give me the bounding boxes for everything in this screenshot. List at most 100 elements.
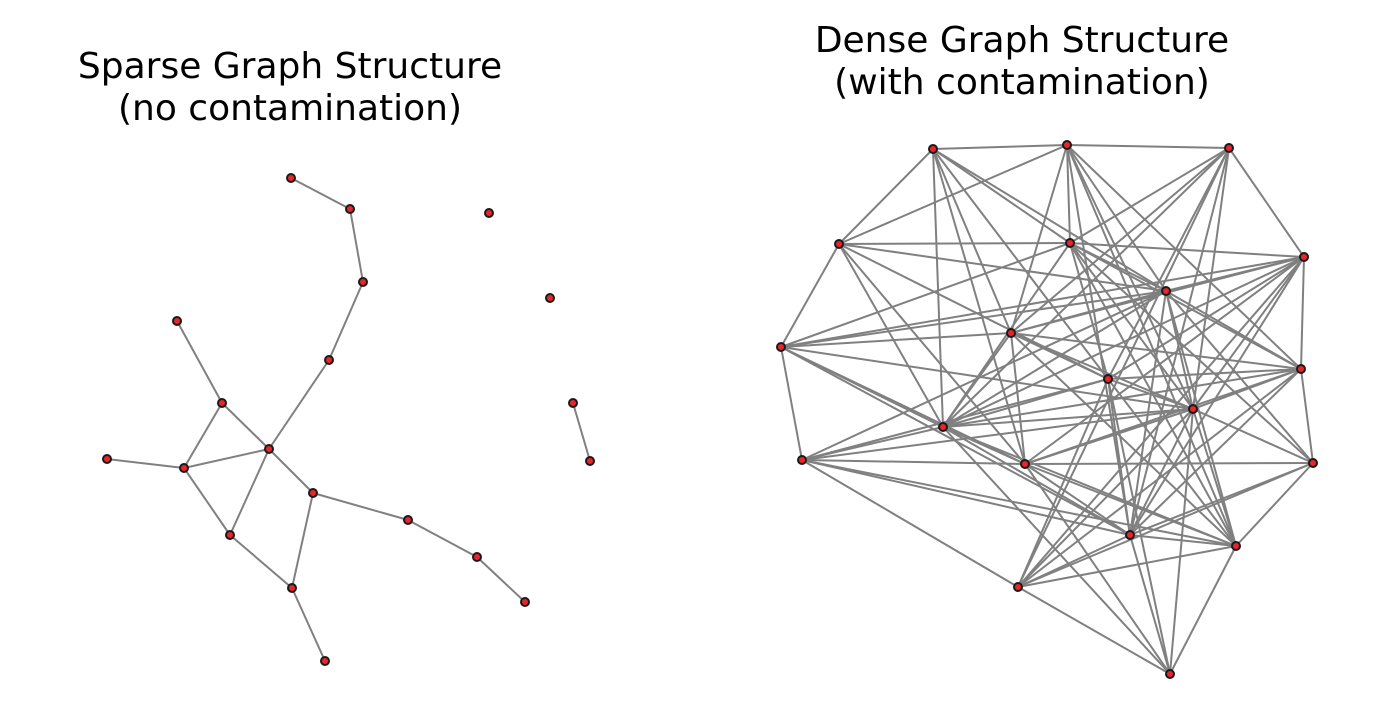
dense-edge-105 bbox=[1024, 462, 1314, 465]
sparse-edge-3 bbox=[268, 359, 330, 450]
dense-node-10 bbox=[1296, 364, 1306, 374]
dense-edge-61 bbox=[801, 290, 1167, 461]
dense-edge-40 bbox=[780, 242, 1071, 348]
sparse-node-17 bbox=[520, 597, 530, 607]
dense-node-11 bbox=[1188, 404, 1198, 414]
sparse-title-line1: Sparse Graph Structure bbox=[77, 46, 503, 87]
dense-edge-65 bbox=[780, 332, 1012, 348]
dense-edge-71 bbox=[942, 332, 1012, 428]
dense-edge-91 bbox=[1024, 408, 1194, 465]
dense-edge-18 bbox=[838, 144, 1068, 245]
dense-graph bbox=[776, 140, 1318, 679]
dense-edge-110 bbox=[1017, 462, 1314, 588]
dense-edge-92 bbox=[1192, 408, 1314, 464]
dense-edge-81 bbox=[1017, 378, 1109, 588]
dense-edge-6 bbox=[1169, 545, 1237, 675]
dense-edge-50 bbox=[1107, 256, 1305, 380]
dense-edge-106 bbox=[1024, 463, 1131, 536]
dense-edge-45 bbox=[1069, 242, 1302, 370]
sparse-edge-13 bbox=[407, 519, 478, 558]
dense-edge-28 bbox=[942, 147, 1230, 428]
dense-edge-49 bbox=[1165, 256, 1305, 292]
dense-nodes bbox=[776, 140, 1318, 679]
dense-edge-77 bbox=[801, 378, 1109, 461]
sparse-edge-15 bbox=[291, 492, 314, 589]
dense-edge-63 bbox=[1165, 290, 1237, 547]
dense-edge-5 bbox=[1235, 462, 1314, 547]
dense-edge-4 bbox=[1300, 368, 1314, 464]
dense-edge-36 bbox=[838, 243, 944, 428]
sparse-edge-7 bbox=[106, 458, 185, 469]
sparse-node-3 bbox=[172, 316, 182, 326]
sparse-edge-11 bbox=[268, 448, 314, 494]
dense-edge-11 bbox=[838, 148, 934, 245]
dense-edge-26 bbox=[1069, 147, 1230, 244]
dense-edge-35 bbox=[838, 243, 1026, 465]
dense-edge-22 bbox=[1066, 144, 1194, 410]
dense-node-18 bbox=[1013, 582, 1023, 592]
dense-edge-55 bbox=[1017, 256, 1305, 588]
dense-node-12 bbox=[938, 422, 948, 432]
dense-edge-1 bbox=[1066, 144, 1230, 149]
sparse-edge-17 bbox=[291, 587, 326, 662]
dense-edge-108 bbox=[1024, 463, 1171, 675]
dense-edge-2 bbox=[1228, 147, 1305, 258]
dense-edge-7 bbox=[1017, 586, 1171, 675]
sparse-graph bbox=[102, 173, 595, 666]
dense-edge-23 bbox=[1066, 144, 1131, 536]
dense-edge-97 bbox=[801, 426, 944, 461]
dense-edge-17 bbox=[932, 148, 1026, 465]
dense-edge-13 bbox=[932, 148, 1167, 292]
sparse-node-0 bbox=[286, 173, 296, 183]
dense-edge-25 bbox=[1066, 144, 1302, 370]
sparse-node-18 bbox=[287, 583, 297, 593]
dense-node-4 bbox=[1065, 238, 1075, 248]
dense-edge-54 bbox=[1129, 256, 1305, 536]
dense-edge-52 bbox=[942, 256, 1305, 428]
sparse-edge-18 bbox=[572, 402, 591, 462]
dense-edge-94 bbox=[1192, 408, 1237, 547]
dense-node-7 bbox=[776, 342, 786, 352]
dense-title-line1: Dense Graph Structure bbox=[814, 20, 1230, 61]
sparse-node-19 bbox=[320, 656, 330, 666]
dense-node-8 bbox=[1006, 328, 1016, 338]
sparse-node-14 bbox=[568, 398, 578, 408]
sparse-edge-6 bbox=[221, 402, 270, 450]
dense-node-16 bbox=[1125, 530, 1135, 540]
sparse-edges bbox=[106, 177, 591, 662]
dense-edge-101 bbox=[942, 426, 1171, 675]
sparse-graph-title: Sparse Graph Structure (no contamination… bbox=[40, 46, 540, 130]
sparse-node-10 bbox=[264, 444, 274, 454]
dense-edge-93 bbox=[1129, 408, 1194, 536]
dense-edge-21 bbox=[1010, 144, 1068, 334]
dense-edge-53 bbox=[1024, 256, 1305, 465]
dense-edge-33 bbox=[838, 242, 1071, 245]
dense-edge-111 bbox=[1129, 534, 1237, 547]
sparse-edge-2 bbox=[328, 281, 364, 361]
dense-edge-80 bbox=[1107, 378, 1131, 536]
dense-edge-56 bbox=[780, 290, 1167, 348]
dense-edge-15 bbox=[932, 148, 944, 428]
dense-edge-9 bbox=[780, 346, 803, 461]
dense-node-6 bbox=[1161, 286, 1171, 296]
dense-edge-107 bbox=[1024, 463, 1237, 547]
sparse-edge-5 bbox=[183, 402, 223, 469]
dense-edge-90 bbox=[801, 408, 1194, 461]
sparse-node-4 bbox=[324, 355, 334, 365]
sparse-node-7 bbox=[217, 398, 227, 408]
dense-edge-24 bbox=[1066, 144, 1237, 547]
dense-edge-95 bbox=[1017, 408, 1194, 588]
dense-node-2 bbox=[1224, 143, 1234, 153]
sparse-node-5 bbox=[484, 208, 494, 218]
dense-node-19 bbox=[1165, 669, 1175, 679]
dense-edge-103 bbox=[801, 459, 1131, 536]
dense-edge-73 bbox=[1010, 332, 1194, 410]
dense-title-line2: (with contamination) bbox=[834, 62, 1210, 103]
dense-edge-85 bbox=[942, 368, 1302, 428]
dense-edge-75 bbox=[1010, 332, 1302, 370]
dense-edge-37 bbox=[838, 243, 1109, 380]
dense-edge-72 bbox=[1010, 332, 1026, 465]
dense-node-13 bbox=[797, 455, 807, 465]
dense-node-1 bbox=[1062, 140, 1072, 150]
